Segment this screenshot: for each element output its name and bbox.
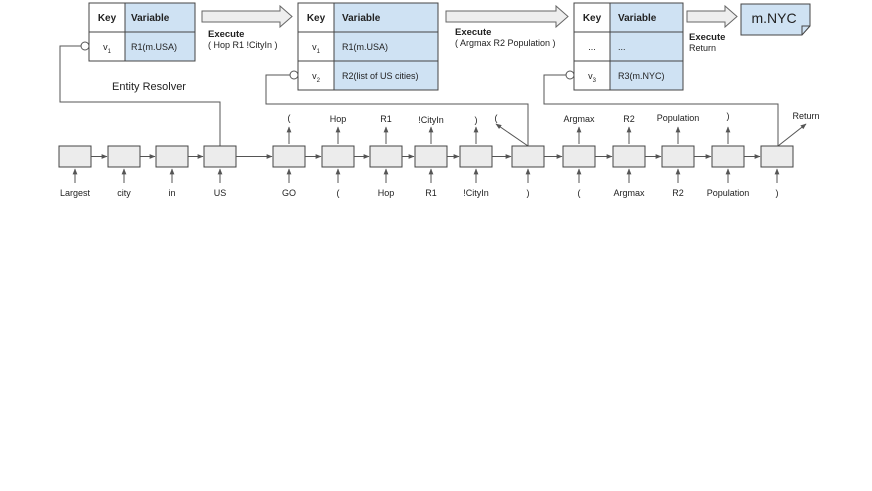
input-tokens: Largest city in US GO ( Hop R1 !CityIn) ( Argmax R2… — [60, 168, 780, 198]
table-2-row-1-value: R1(m.USA) — [342, 42, 388, 52]
rnn-cell — [760, 145, 794, 168]
input-token: ( — [578, 188, 581, 198]
execute-2-title: Execute — [455, 27, 491, 38]
execute-3-detail: Return — [689, 43, 716, 53]
rnn-cell — [155, 145, 189, 168]
execute-arrow-3 — [686, 4, 738, 29]
open-paren-diagonal-arrow — [495, 123, 529, 147]
writeback-line-2 — [265, 74, 529, 146]
writeback-line-3 — [543, 74, 779, 146]
execute-3-title: Execute — [689, 32, 725, 43]
rnn-cell — [203, 145, 237, 168]
table-3-key-header: Key — [583, 13, 602, 24]
rnn-cell — [107, 145, 141, 168]
result-document-fold — [801, 25, 810, 35]
output-token: Argmax — [563, 114, 595, 124]
input-token: in — [168, 188, 175, 198]
table-3-row-2-key-cell — [573, 60, 611, 91]
input-token: Hop — [378, 188, 395, 198]
table-1-key-cell — [88, 31, 126, 62]
input-token: city — [117, 188, 131, 198]
table-3-row-2-key: v3 — [588, 71, 597, 84]
execute-1-title: Execute — [208, 29, 244, 40]
table-1-variable-header: Variable — [131, 13, 170, 24]
execute-arrow-1 — [201, 4, 293, 29]
rnn-cell — [321, 145, 355, 168]
output-token: Hop — [330, 114, 347, 124]
table-3-row-2-variable-cell — [609, 60, 684, 91]
writeback-port-3 — [565, 70, 575, 80]
output-token: ) — [475, 115, 478, 125]
rnn-cell — [711, 145, 745, 168]
rnn-cell — [459, 145, 493, 168]
table-2-variable-header-cell — [333, 2, 439, 33]
output-token: R1 — [380, 114, 392, 124]
table-1-row-1-key: v1 — [103, 42, 112, 55]
writeback-port-2 — [289, 70, 299, 80]
table-3-row-1-variable-cell — [609, 31, 684, 62]
input-token: ) — [527, 188, 530, 198]
table-1-variable-cell — [124, 31, 196, 62]
table-2-row-1-key: v1 — [312, 42, 321, 55]
rnn-cells — [58, 145, 794, 168]
table-1-variable-header-cell — [124, 2, 196, 33]
input-token: R1 — [425, 188, 437, 198]
table-3-variable-header: Variable — [618, 13, 657, 24]
table-1-key-header-cell — [88, 2, 126, 33]
input-token: !CityIn — [463, 188, 489, 198]
memory-table-2: Key Variable v1 R1(m.USA) v2 R2(list of … — [297, 2, 439, 91]
table-3-row-1-key: ... — [588, 42, 596, 52]
rnn-cell — [511, 145, 545, 168]
output-token: ) — [727, 111, 730, 121]
return-diagonal-arrow — [777, 123, 807, 147]
table-3-row-2-value: R3(m.NYC) — [618, 71, 665, 81]
output-token: Return — [792, 111, 819, 121]
rnn-cell — [661, 145, 695, 168]
output-token: !CityIn — [418, 115, 444, 125]
table-3-key-header-cell — [573, 2, 611, 33]
result-document — [740, 3, 811, 36]
table-2-row-2-value: R2(list of US cities) — [342, 71, 419, 81]
input-token: US — [214, 188, 227, 198]
table-1-key-header: Key — [98, 13, 117, 24]
entity-resolver-label: Entity Resolver — [112, 81, 186, 93]
rnn-cell — [369, 145, 403, 168]
table-2-key-header: Key — [307, 13, 326, 24]
input-token: ) — [776, 188, 779, 198]
table-3-row-1-value: ... — [618, 42, 626, 52]
input-token: Largest — [60, 188, 91, 198]
output-token: R2 — [623, 114, 635, 124]
input-token: R2 — [672, 188, 684, 198]
output-token: ( — [495, 113, 498, 123]
output-tokens: ( Hop R1 !CityIn) ( Argmax R2 Population) Return — [286, 111, 820, 144]
execute-arrow-2 — [445, 4, 569, 29]
writeback-port-1 — [80, 41, 90, 51]
output-token: ( — [288, 113, 291, 123]
memory-table-3: Key Variable ... ... v3 R3(m.NYC) — [573, 2, 684, 91]
rnn-cell — [414, 145, 448, 168]
writeback-line-1 — [59, 45, 221, 146]
table-3-variable-header-cell — [609, 2, 684, 33]
input-token: ( — [337, 188, 340, 198]
result-text: m.NYC — [751, 10, 796, 26]
rnn-cell — [562, 145, 596, 168]
table-2-row-2-key: v2 — [312, 71, 321, 84]
table-1-row-1-value: R1(m.USA) — [131, 42, 177, 52]
memory-table-1: Key Variable v1 R1(m.USA) — [88, 2, 196, 62]
execute-1-detail: ( Hop R1 !CityIn ) — [208, 40, 278, 50]
rnn-cell — [272, 145, 306, 168]
rnn-cell — [58, 145, 92, 168]
input-token: GO — [282, 188, 296, 198]
input-token: Population — [707, 188, 750, 198]
table-2-variable-header: Variable — [342, 13, 381, 24]
execute-2-detail: ( Argmax R2 Population ) — [455, 38, 556, 48]
table-2-row-1-variable-cell — [333, 31, 439, 62]
output-token: Population — [657, 113, 700, 123]
input-token: Argmax — [613, 188, 645, 198]
table-2-row-2-variable-cell — [333, 60, 439, 91]
rnn-cell — [612, 145, 646, 168]
